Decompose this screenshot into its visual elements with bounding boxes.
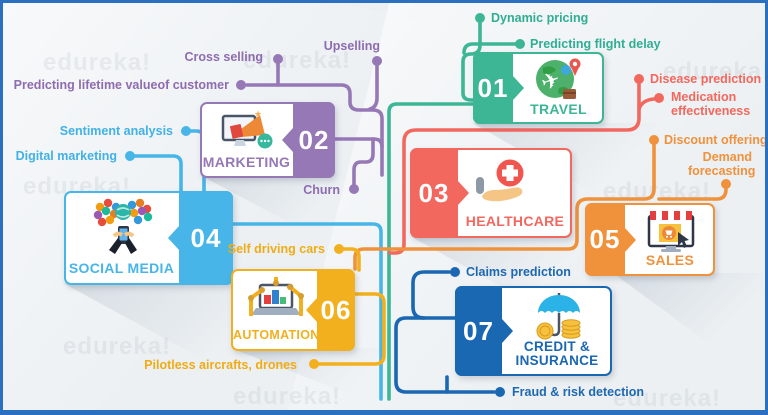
connector-dot bbox=[125, 151, 135, 161]
healthcare-label: HEALTHCARE bbox=[465, 213, 565, 229]
automation-number: 06 bbox=[320, 294, 352, 325]
sales-number: 05 bbox=[589, 224, 621, 254]
annotation-demand-forecasting: Demand forecasting bbox=[688, 150, 756, 178]
marketing-number-tab: 02 bbox=[282, 102, 335, 178]
social-media-number: 04 bbox=[190, 222, 222, 253]
awning bbox=[650, 211, 692, 220]
travel-number-tab: 01 bbox=[473, 52, 524, 124]
annotation-predicting-flight-delay: Predicting flight delay bbox=[530, 37, 661, 51]
connector-dot bbox=[475, 13, 485, 23]
annotation-digital-marketing: Digital marketing bbox=[15, 149, 117, 163]
annotation-disease-prediction: Disease prediction bbox=[650, 72, 762, 86]
annotation-upselling: Upselling bbox=[323, 39, 380, 53]
annotation-churn: Churn bbox=[303, 183, 340, 197]
healthcare-number: 03 bbox=[418, 177, 450, 208]
credit-insurance-number: 07 bbox=[463, 315, 494, 346]
connector-dot bbox=[654, 93, 664, 103]
sales-label: SALES bbox=[645, 252, 695, 268]
annotation-discount-offering: Discount offering bbox=[664, 133, 768, 147]
annotation-cross-selling: Cross selling bbox=[184, 50, 264, 64]
healthcare-icon bbox=[476, 159, 524, 202]
annotation-predicting-lifetime-value: Predicting lifetime valueof customer bbox=[13, 78, 229, 92]
automation-icon bbox=[248, 277, 304, 316]
marketing-icon: ★ bbox=[221, 109, 273, 149]
connector-dot bbox=[372, 56, 382, 66]
category-box-social-media: 04 SOCIAL MEDIA bbox=[64, 191, 233, 285]
category-box-credit-insurance: 07 CREDIT & INSURANCE bbox=[455, 286, 612, 376]
connector-dot bbox=[634, 74, 644, 84]
social-media-icon bbox=[93, 198, 153, 254]
annotation-pilotless-aircrafts: Pilotless aircrafts, drones bbox=[144, 358, 297, 372]
credit-insurance-number-tab: 07 bbox=[455, 286, 513, 376]
annotation-self-driving-cars: Self driving cars bbox=[227, 242, 325, 256]
sales-number-tab: 05 bbox=[585, 203, 636, 276]
connector-dot bbox=[334, 244, 344, 254]
category-box-marketing: 02 ★ MARKETING bbox=[200, 102, 335, 178]
category-box-sales: 05 SALES bbox=[585, 203, 715, 276]
travel-number: 01 bbox=[477, 72, 509, 103]
annotation-medication-effectiveness: Medication effectiveness bbox=[671, 90, 751, 118]
connector-dot bbox=[515, 39, 525, 49]
automation-label: AUTOMATION bbox=[233, 328, 320, 342]
category-box-automation: 06 AUTOMATION bbox=[231, 269, 355, 351]
travel-icon: ✈ bbox=[536, 58, 581, 99]
connector-dot bbox=[236, 80, 246, 90]
connector-dot bbox=[349, 184, 359, 194]
connector-dot bbox=[649, 135, 659, 145]
sales-icon bbox=[647, 211, 695, 252]
annotation-dynamic-pricing: Dynamic pricing bbox=[491, 11, 589, 25]
connector-dot bbox=[450, 267, 460, 277]
connector-dot bbox=[273, 54, 283, 64]
marketing-label: MARKETING bbox=[202, 154, 291, 170]
annotation-claims-prediction: Claims prediction bbox=[466, 265, 571, 279]
connector-dot bbox=[181, 126, 191, 136]
connector-dot bbox=[721, 179, 731, 189]
travel-label: TRAVEL bbox=[530, 101, 587, 117]
annotation-fraud-risk-detection: Fraud & risk detection bbox=[512, 385, 644, 399]
credit-insurance-label: CREDIT & INSURANCE bbox=[515, 338, 599, 369]
annotation-sentiment-analysis: Sentiment analysis bbox=[59, 124, 173, 138]
marketing-number: 02 bbox=[298, 124, 330, 155]
category-box-travel: 01 ✈ TRAVEL bbox=[473, 52, 604, 124]
credit-insurance-icon bbox=[536, 293, 581, 340]
connector-dot bbox=[309, 359, 319, 369]
healthcare-number-tab: 03 bbox=[410, 148, 469, 238]
category-box-healthcare: 03 HEALTHCARE bbox=[410, 148, 572, 238]
social-media-number-tab: 04 bbox=[168, 191, 233, 285]
svg-text:★: ★ bbox=[254, 109, 262, 119]
automation-number-tab: 06 bbox=[306, 269, 355, 351]
social-media-label: SOCIAL MEDIA bbox=[68, 260, 175, 276]
connector-dot bbox=[495, 387, 505, 397]
